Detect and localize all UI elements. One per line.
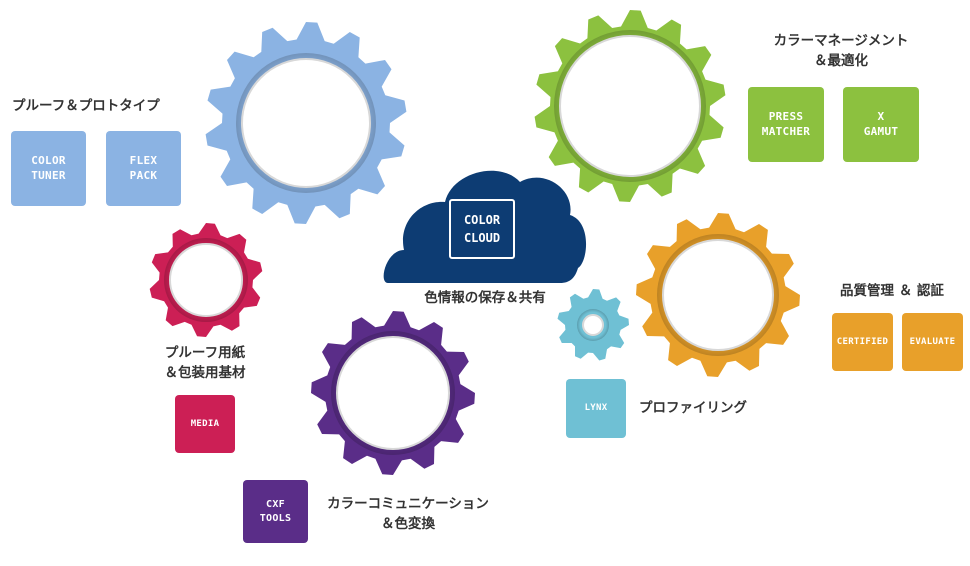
certified-tile[interactable]: CERTIFIED [832, 313, 893, 371]
media-gear-icon [149, 223, 263, 337]
color-tuner-tile[interactable]: COLOR TUNER [11, 131, 86, 206]
profiling-gear-icon [557, 289, 629, 361]
management-gear-icon [534, 10, 726, 202]
communication-gear-icon [311, 311, 475, 475]
communication-heading: カラーコミュニケーション ＆色変換 [327, 496, 489, 532]
flex-pack-tile[interactable]: FLEX PACK [106, 131, 181, 206]
quality-gear-icon [636, 213, 800, 377]
lynx-tile[interactable]: LYNX [566, 379, 626, 438]
quality-heading: 品質管理 ＆ 認証 [840, 283, 944, 299]
profiling-heading: プロファイリング [639, 400, 747, 416]
cloud-caption: 色情報の保存＆共有 [424, 290, 546, 306]
proof-heading: プルーフ＆プロトタイプ [12, 98, 160, 114]
cxf-tools-tile[interactable]: CXF TOOLS [243, 480, 308, 543]
cloud-shape [383, 170, 587, 283]
proof-gear-icon [205, 22, 407, 224]
media-tile[interactable]: MEDIA [175, 395, 235, 453]
x-gamut-tile[interactable]: X GAMUT [843, 87, 919, 162]
media-heading: プルーフ用紙 ＆包装用基材 [164, 345, 246, 381]
press-matcher-tile[interactable]: PRESS MATCHER [748, 87, 824, 162]
evaluate-tile[interactable]: EVALUATE [902, 313, 963, 371]
color-management-heading: カラーマネージメント ＆最適化 [773, 33, 909, 69]
color-cloud-box[interactable]: COLOR CLOUD [449, 199, 515, 259]
